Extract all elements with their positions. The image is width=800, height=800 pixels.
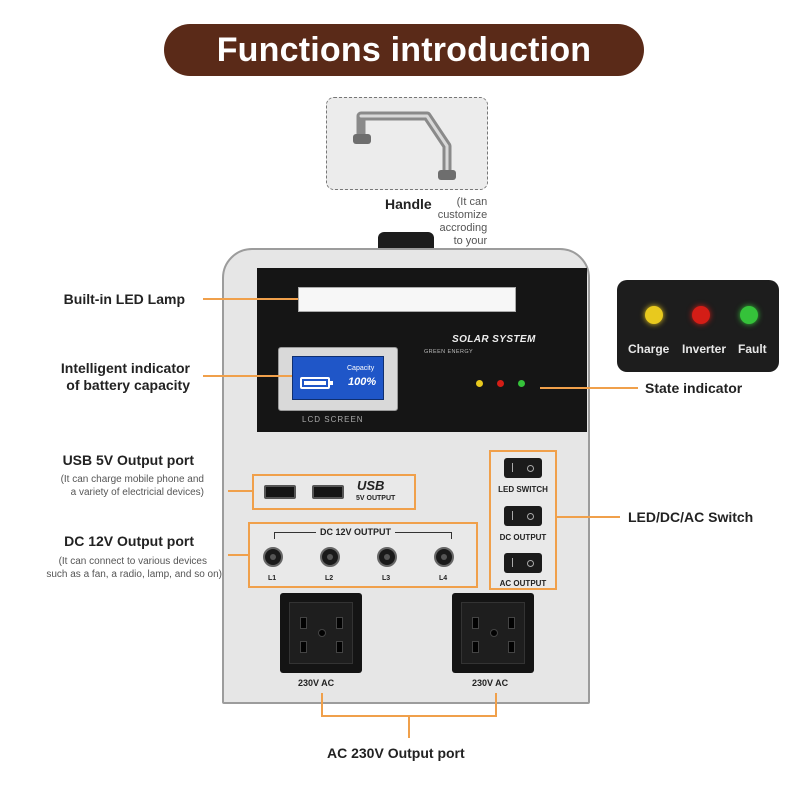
ac-socket-label: 230V AC	[472, 678, 509, 688]
page-title: Functions introduction	[164, 24, 644, 76]
socket-hole	[300, 617, 307, 629]
ac-socket-1[interactable]	[280, 593, 362, 673]
dc-output-title: DC 12V OUTPUT	[316, 527, 396, 537]
state-led-fault	[518, 380, 525, 387]
led-switch[interactable]	[504, 458, 542, 478]
ac-switch-label: AC OUTPUT	[499, 579, 547, 588]
handle-graphic	[327, 98, 487, 189]
dc-jack-l2[interactable]	[320, 547, 340, 567]
inverter-led-icon	[692, 306, 710, 324]
ac-socket-2[interactable]	[452, 593, 534, 673]
inverter-label: Inverter	[682, 342, 727, 356]
led-switch-label: LED SWITCH	[498, 485, 548, 494]
socket-hole	[336, 641, 343, 653]
dc-note-line1: (It can connect to various devices	[58, 556, 207, 567]
socket-hole	[490, 629, 498, 637]
dc-port-label: L1	[268, 575, 277, 582]
usb-callout: USB 5V Output port	[62, 452, 194, 468]
lcd-percent: 100%	[348, 376, 377, 388]
ac-socket-label: 230V AC	[298, 678, 335, 688]
state-led-inverter	[497, 380, 504, 387]
socket-hole	[472, 617, 479, 629]
dc-output-switch[interactable]	[504, 506, 542, 526]
ac-callout: AC 230V Output port	[327, 745, 465, 761]
dc-note-line2: such as a fan, a radio, lamp, and so on)	[46, 569, 222, 580]
socket-hole	[336, 617, 343, 629]
fault-led-icon	[740, 306, 758, 324]
state-indicator-panel	[617, 280, 779, 372]
switch-callout: LED/DC/AC Switch	[628, 509, 754, 525]
usb-note-line2: a variety of electricial devices)	[70, 487, 204, 498]
socket-face	[289, 602, 353, 664]
usb-note-line1: (It can charge mobile phone and	[60, 474, 204, 485]
brand-text: GREEN ENERGY	[424, 349, 474, 355]
battery-callout-line1: Intelligent indicator	[60, 360, 190, 376]
state-callout: State indicator	[645, 380, 743, 396]
charge-led-icon	[645, 306, 663, 324]
dc-switch-label: DC OUTPUT	[499, 533, 547, 542]
handle-image	[326, 97, 488, 190]
led-lamp	[298, 287, 516, 312]
lcd-capacity-label: Capacity	[347, 365, 375, 372]
solar-system-text: SOLAR SYSTEM	[452, 334, 536, 345]
dc-jack-l3[interactable]	[377, 547, 397, 567]
state-led-charge	[476, 380, 483, 387]
handle-label: Handle	[385, 196, 432, 212]
charge-label: Charge	[628, 342, 670, 356]
battery-callout-line2: of battery capacity	[66, 377, 190, 393]
usb-brand: USB	[357, 478, 385, 493]
fault-label: Fault	[738, 342, 767, 356]
socket-hole	[318, 629, 326, 637]
socket-face	[461, 602, 525, 664]
battery-fill	[304, 381, 326, 385]
socket-hole	[508, 617, 515, 629]
lcd-battery-icon	[300, 377, 333, 389]
dc-port-label: L2	[325, 575, 334, 582]
socket-hole	[300, 641, 307, 653]
usb-port-1[interactable]	[264, 485, 296, 499]
socket-hole	[508, 641, 515, 653]
dc-port-label: L3	[382, 575, 391, 582]
dc-callout: DC 12V Output port	[64, 533, 194, 549]
dc-jack-l1[interactable]	[263, 547, 283, 567]
socket-hole	[472, 641, 479, 653]
led-lamp-callout: Built-in LED Lamp	[63, 291, 185, 307]
dc-port-label: L4	[439, 575, 448, 582]
ac-output-switch[interactable]	[504, 553, 542, 573]
dc-jack-l4[interactable]	[434, 547, 454, 567]
usb-port-2[interactable]	[312, 485, 344, 499]
lcd-screen-label: LCD SCREEN	[302, 415, 364, 424]
usb-output-label: 5V OUTPUT	[356, 495, 396, 502]
